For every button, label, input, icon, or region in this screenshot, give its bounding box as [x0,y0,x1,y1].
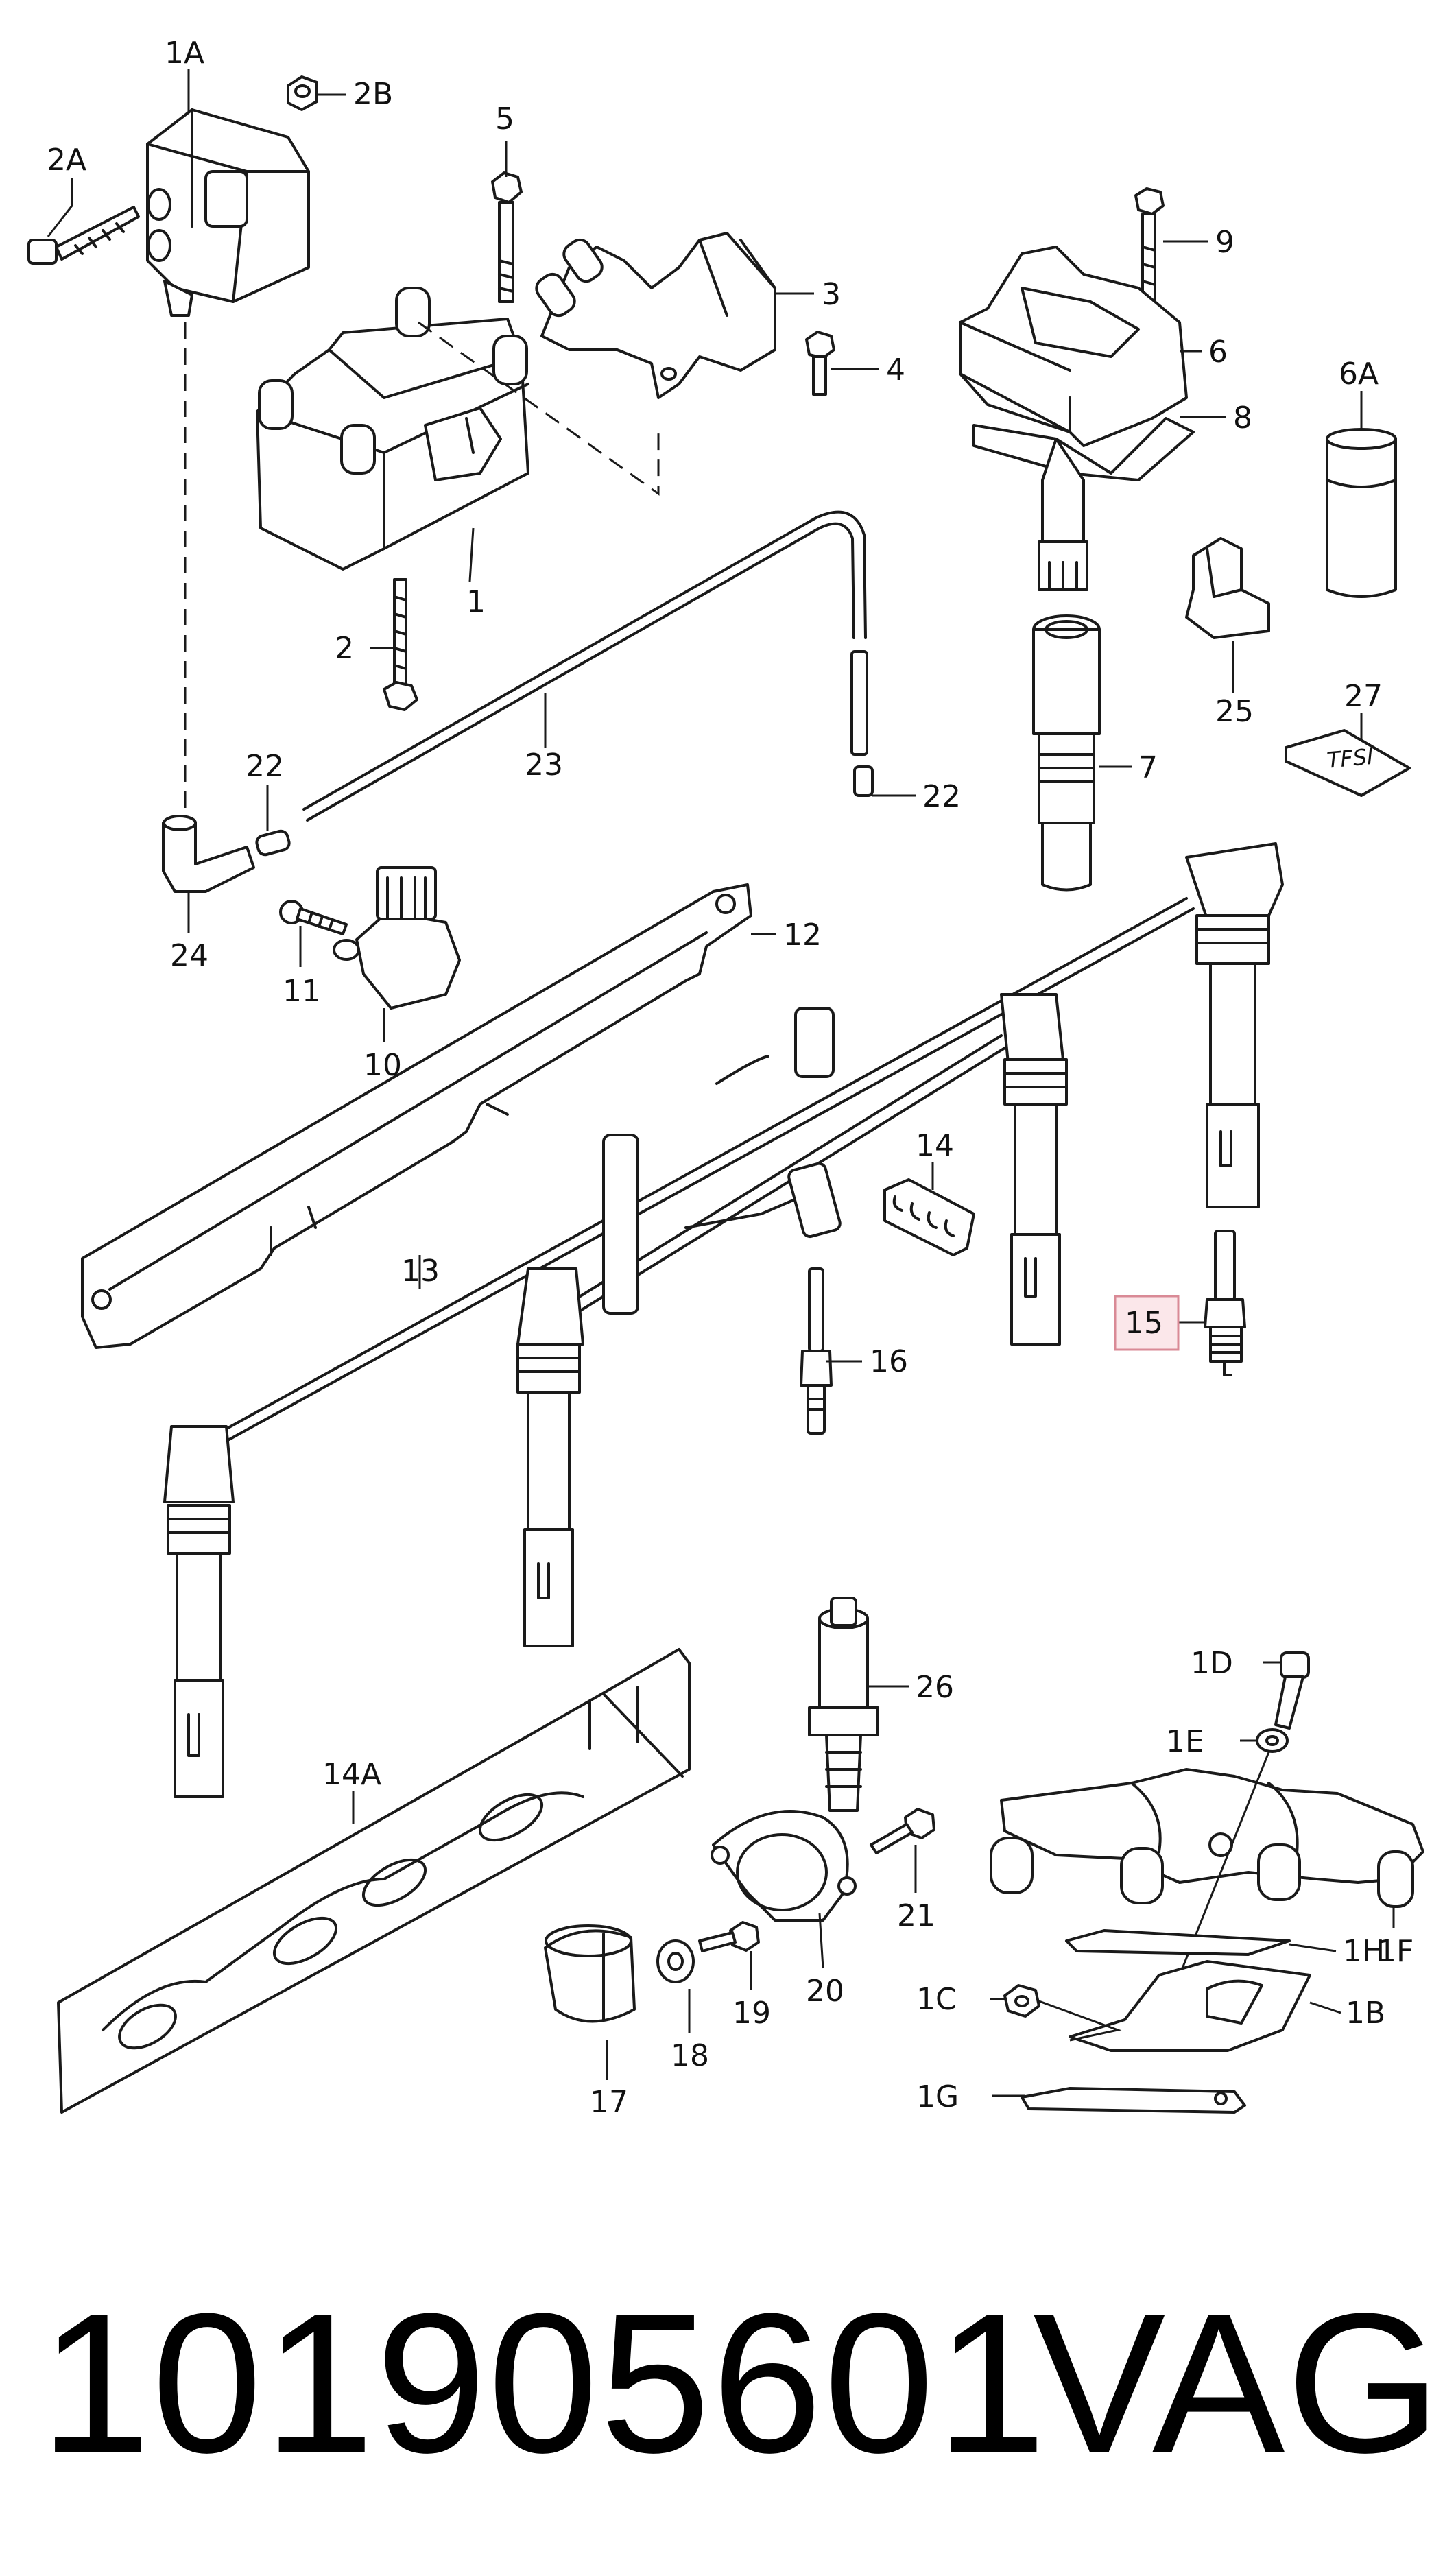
part-23-hose [302,510,867,811]
label-9: 9 [1215,225,1234,260]
label-25: 25 [1215,694,1254,729]
label-18: 18 [671,2038,709,2073]
part-1-coil-block [256,287,529,571]
label-1G: 1G [916,2079,959,2114]
part-1G-gasket [1021,2087,1246,2114]
label-3: 3 [822,277,841,312]
part-7-plug-connector [1032,614,1101,892]
label-27: 27 [1344,679,1383,714]
assembly-line-1C [1038,2000,1122,2042]
label-4: 4 [886,353,905,387]
part-25-clip [1185,537,1270,639]
part-2A-bolt [27,206,140,265]
part-10-sensor [333,866,461,1010]
part-1F-manifold [990,1768,1424,1908]
part-21-bolt [870,1808,935,1854]
badge-27-text: TFSI [1326,743,1374,774]
label-7: 7 [1138,750,1158,785]
part-4-bolt [805,331,835,396]
label-17: 17 [590,2085,628,2120]
label-23: 23 [525,748,563,783]
label-11: 11 [283,974,321,1009]
part-12-bracket-rail [81,883,752,1349]
part-18-washer [656,1939,695,1983]
label-1E: 1E [1166,1724,1204,1759]
part-3-bracket [535,232,776,399]
part-number: 101905601 [40,2272,1048,2494]
part-27-badge: TFSI [1285,729,1411,797]
part-8-gasket [972,417,1195,481]
label-14: 14 [916,1128,954,1163]
label-1: 1 [466,584,486,619]
part-1E-washer [1256,1728,1289,1753]
label-15: 15 [1125,1306,1163,1341]
part-15-spark-plug [1204,1230,1246,1376]
label-12: 12 [783,918,822,953]
label-13: 13 [401,1254,440,1289]
label-14A: 14A [322,1757,381,1792]
part-11-bolt [279,900,348,935]
part-17-sleeve [544,1924,636,2023]
label-22-upper: 22 [922,779,961,814]
part-2B-nut [287,75,318,111]
label-1F: 1F [1377,1934,1413,1969]
label-6: 6 [1208,335,1228,370]
leader-lines [47,69,1395,2097]
label-19: 19 [732,1996,771,2031]
label-8: 8 [1233,401,1252,435]
label-21: 21 [897,1898,935,1933]
label-1C: 1C [916,1982,957,2017]
part-22-clamp-upper [850,650,874,797]
part-20-clamp [711,1810,857,1922]
part-26-sensor [808,1597,879,1812]
part-6-coil-pack [959,246,1188,447]
part-1H-gasket [1065,1929,1291,1956]
part-2-bolt [383,578,418,711]
part-1C-nut [1003,1984,1040,2018]
part-14A-cover [57,1648,691,2114]
label-22-lower: 22 [246,749,284,784]
part-22-clamp-lower [255,829,291,857]
part-1D-bolt [1274,1651,1310,1730]
highlight-box-15 [1114,1295,1180,1351]
label-16: 16 [870,1344,908,1379]
part-1B-heat-shield [1069,1960,1311,2052]
label-10: 10 [363,1048,402,1083]
label-2A: 2A [47,143,86,178]
part-6-coil-boot [1038,438,1088,591]
part-16-glow-plug [800,1267,833,1435]
assembly-line-1-to-3 [418,321,660,496]
part-13-ignition-leads [163,842,1284,1798]
label-26: 26 [916,1670,954,1705]
part-24-elbow [162,815,255,893]
label-5: 5 [495,101,514,136]
label-2: 2 [335,631,354,666]
label-24: 24 [170,938,208,973]
label-6A: 6A [1339,357,1379,392]
part-19-bolt [698,1921,760,1952]
label-2B: 2B [353,77,393,112]
label-1H: 1H [1343,1934,1385,1969]
part-1A-ignition-coil [146,108,310,317]
part-6A-can [1326,428,1397,598]
label-20: 20 [806,1974,844,2009]
label-1A: 1A [165,36,204,71]
label-1D: 1D [1191,1646,1233,1681]
callout-labels: 1A 2B 2A 5 9 3 4 6 6A 8 1 2 23 22 22 7 2… [47,36,1413,2120]
brand-name: VAG [1033,2272,1442,2494]
label-1B: 1B [1346,1996,1385,2031]
part-23-hose-edge [306,522,855,822]
part-5-bolt [491,171,523,303]
part-14-separator [883,1178,975,1256]
